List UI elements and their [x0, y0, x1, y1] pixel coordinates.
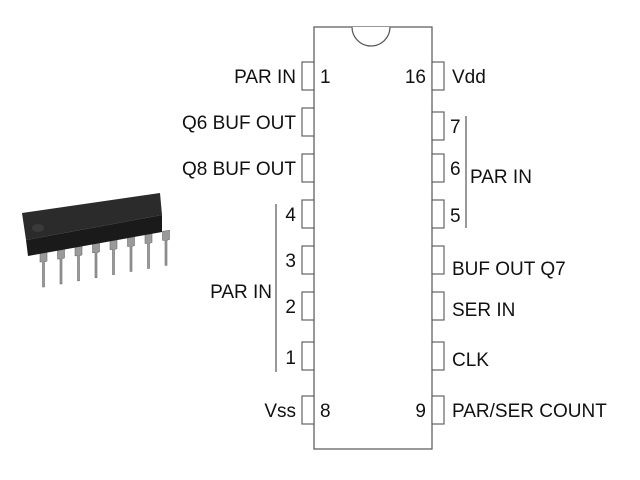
pin-box — [431, 61, 445, 91]
pin-label: CLK — [452, 350, 489, 371]
pin-number: 1 — [285, 348, 296, 369]
pin-number: 4 — [285, 205, 296, 226]
pin-right-7: CLK — [431, 341, 489, 371]
pin-right-2: 7 — [431, 111, 461, 141]
pin-right-1: 16 Vdd — [405, 61, 486, 91]
pin-number: 9 — [415, 401, 426, 422]
pin-label: PAR/SER COUNT — [452, 401, 607, 422]
pin-number: 2 — [285, 297, 296, 318]
left-group-label: PAR IN — [210, 282, 272, 303]
pin-groups: PAR IN PAR IN — [210, 116, 532, 372]
pin-label: Q6 BUF OUT — [182, 113, 296, 134]
pin-box — [431, 111, 445, 141]
pin-left-1: 1 PAR IN — [234, 61, 331, 91]
chip-leg — [162, 229, 170, 266]
ic-outline — [313, 26, 433, 450]
pin-box — [431, 199, 445, 229]
pin-number: 6 — [450, 159, 461, 180]
pin-box — [301, 341, 315, 371]
pin-box — [301, 245, 315, 275]
left-pin-column: 1 PAR IN Q6 BUF OUT Q8 BUF OUT 4 3 — [182, 61, 331, 425]
pin-number: 1 — [320, 67, 331, 88]
pin-label: Vdd — [452, 67, 486, 88]
ic-body — [313, 26, 433, 450]
chip-notch — [32, 224, 44, 232]
pin-number: 8 — [320, 401, 331, 422]
pin-label: Q8 BUF OUT — [182, 159, 296, 180]
dip16-chip-icon — [22, 193, 170, 288]
pin-box — [431, 153, 445, 183]
pin-right-3: 6 — [431, 153, 461, 183]
pin-box — [431, 341, 445, 371]
pin-left-4: 4 — [285, 199, 315, 229]
pin-label: SER IN — [452, 300, 515, 321]
chip-leg — [109, 239, 118, 275]
pin-label: Vss — [264, 401, 296, 422]
pin-left-3: Q8 BUF OUT — [182, 153, 315, 183]
right-pin-column: 16 Vdd 7 6 5 BUF OUT Q7 — [405, 61, 607, 425]
pin-box — [431, 245, 445, 275]
pin-box — [431, 395, 445, 425]
chip-leg — [74, 245, 83, 282]
pin-left-7: 1 — [285, 341, 315, 371]
pin-left-6: 2 — [285, 291, 315, 321]
pin-right-5: BUF OUT Q7 — [431, 245, 566, 280]
pin-number: 3 — [285, 251, 296, 272]
chip-leg — [127, 236, 135, 272]
pin-right-4: 5 — [431, 199, 461, 229]
pin-box — [301, 199, 315, 229]
pin-right-8: 9 PAR/SER COUNT — [415, 395, 607, 425]
chip-side-face — [26, 215, 162, 256]
pin-box — [301, 61, 315, 91]
pin-left-2: Q6 BUF OUT — [182, 107, 315, 137]
pin-right-6: SER IN — [431, 291, 515, 321]
chip-top-face — [22, 193, 162, 240]
chip-leg — [39, 251, 48, 288]
chip-leg — [57, 248, 65, 285]
pin-box — [301, 153, 315, 183]
pin-number: 16 — [405, 67, 426, 88]
pin-left-8: 8 Vss — [264, 395, 331, 425]
pin-number: 7 — [450, 117, 461, 138]
pin-label: PAR IN — [234, 67, 296, 88]
right-group-label: PAR IN — [470, 167, 532, 188]
pin-label: BUF OUT Q7 — [452, 259, 566, 280]
ic-notch — [351, 26, 391, 47]
pin-box — [301, 395, 315, 425]
pin-box — [431, 291, 445, 321]
pin-box — [301, 291, 315, 321]
pin-box — [301, 107, 315, 137]
chip-leg — [92, 242, 100, 279]
pin-number: 5 — [450, 206, 461, 227]
chip-leg — [144, 233, 153, 269]
pin-left-5: 3 — [285, 245, 315, 275]
